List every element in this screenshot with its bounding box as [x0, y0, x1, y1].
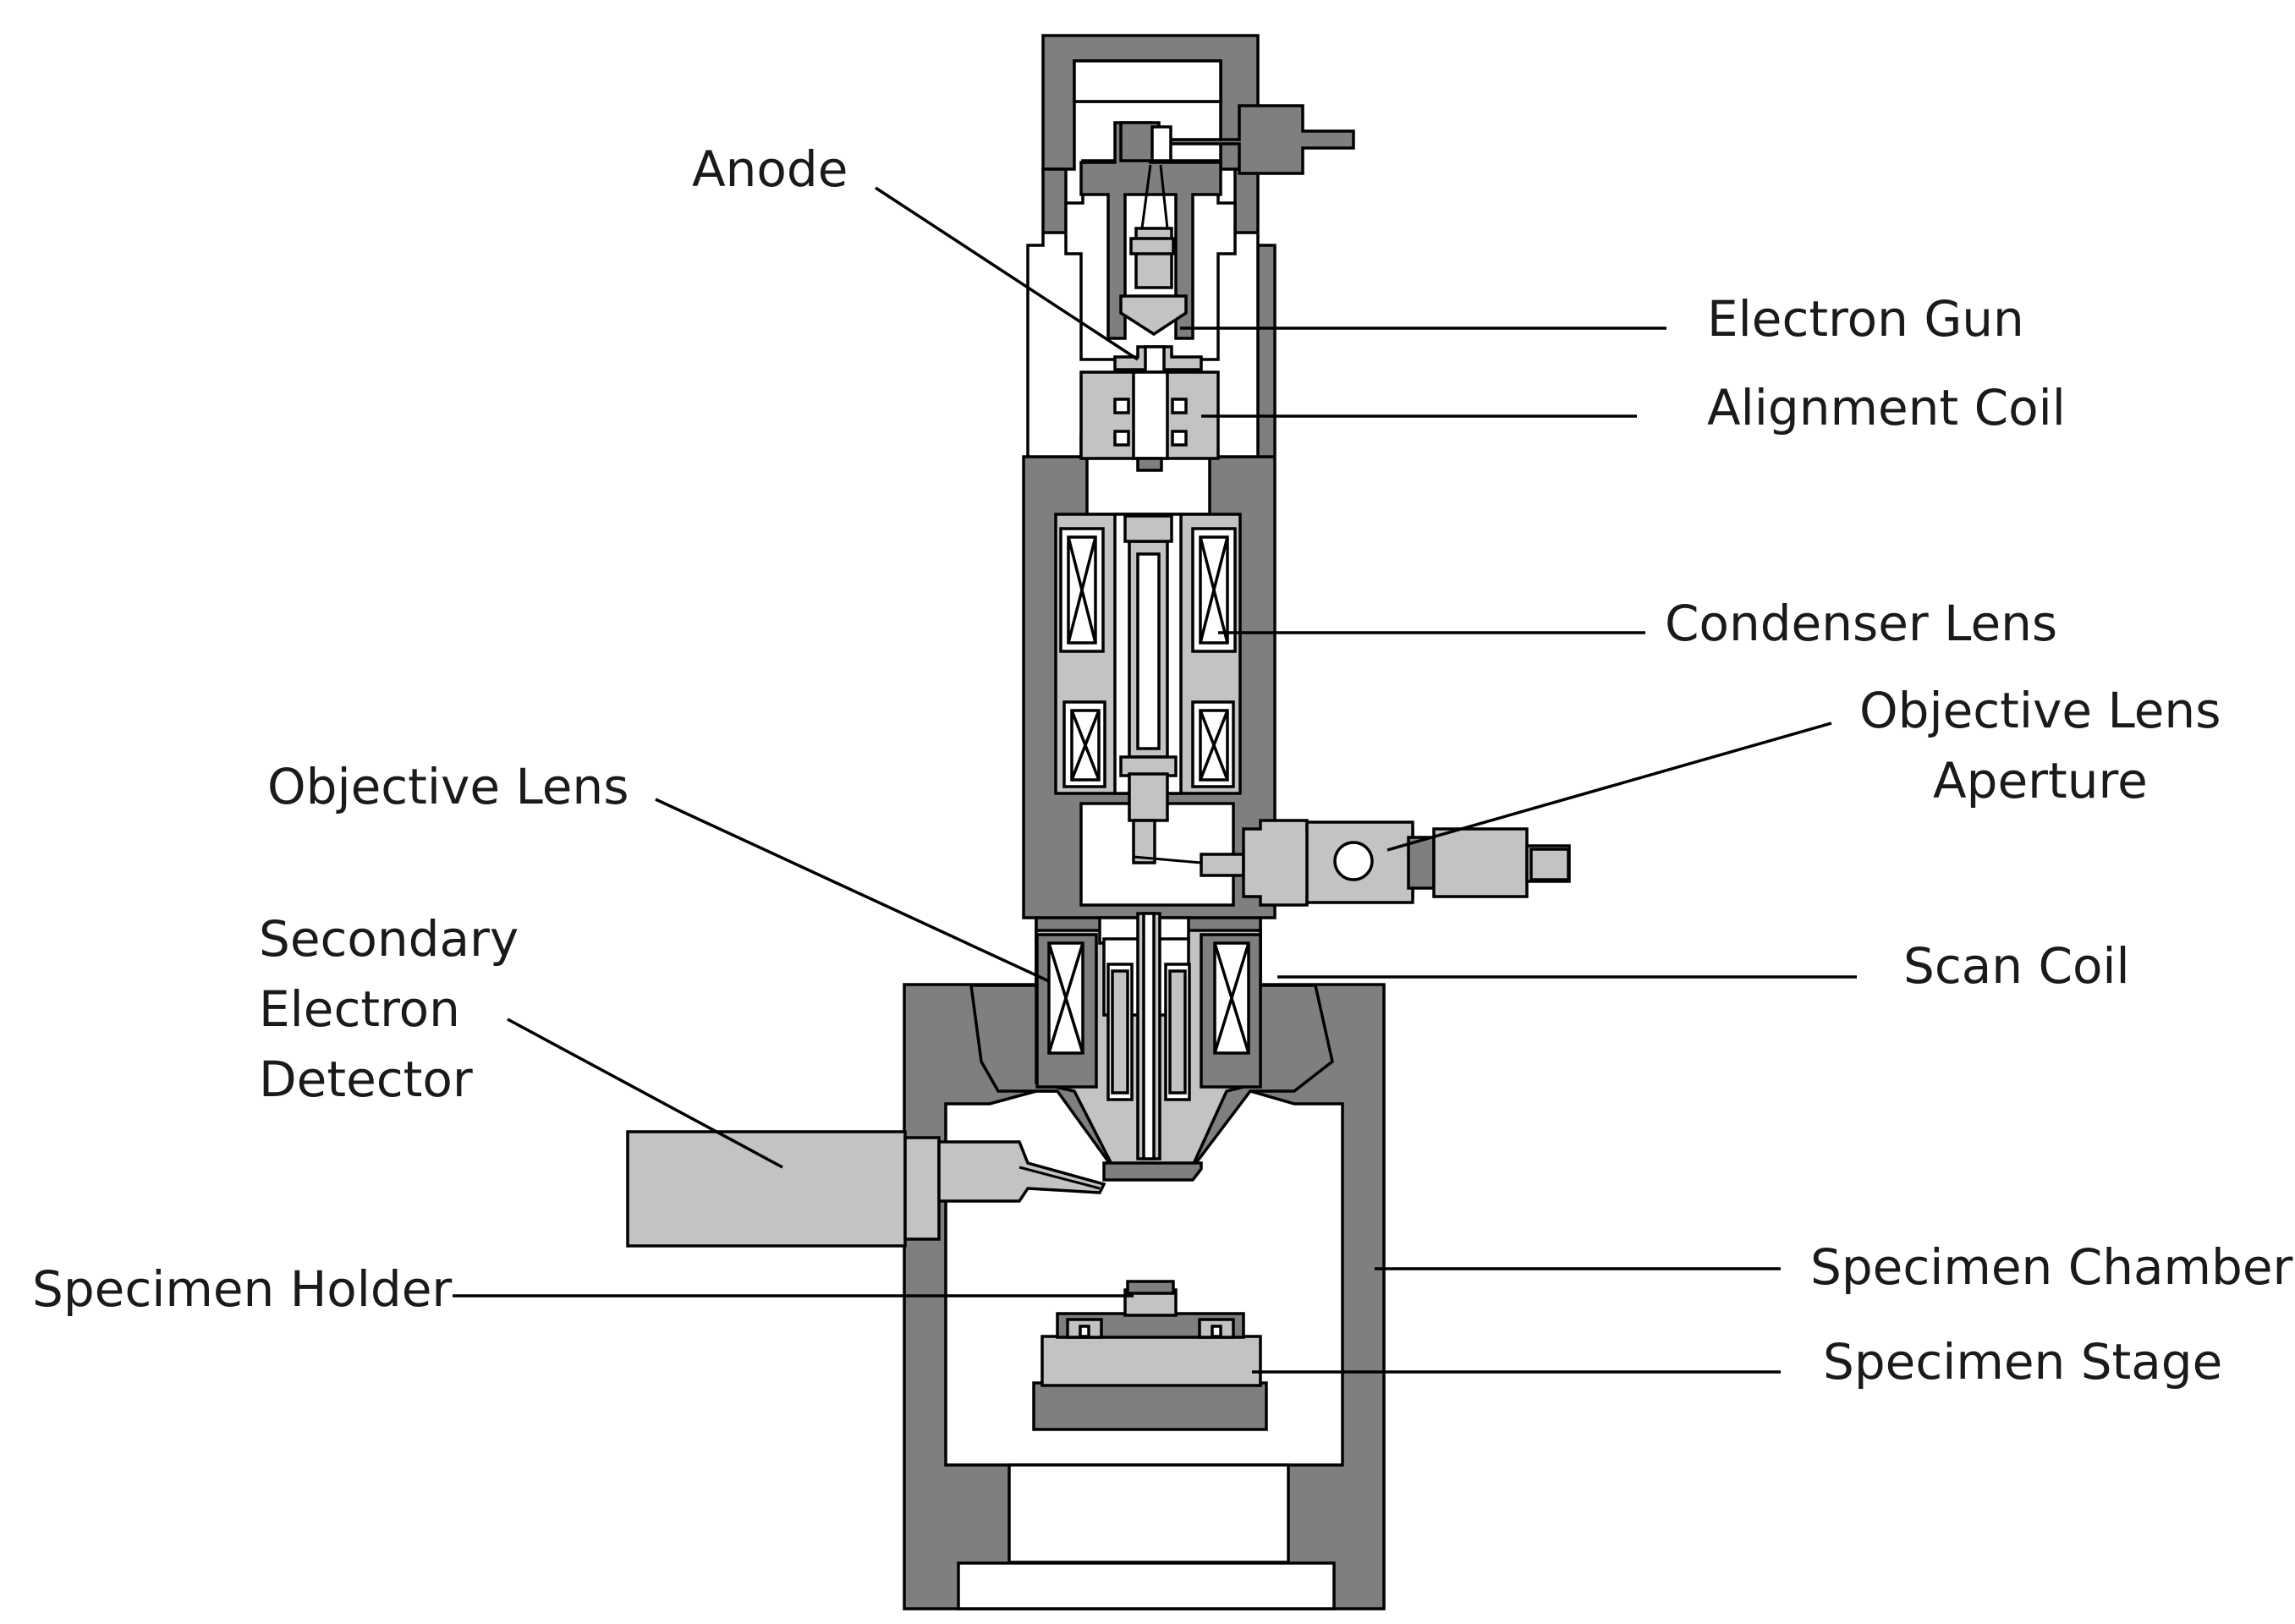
- column-top-window: [1073, 59, 1222, 103]
- aperture-arm: [1200, 853, 1245, 877]
- coil-winding: [1070, 710, 1101, 781]
- aperture-rod: [1132, 819, 1156, 864]
- electron-gun: [1079, 104, 1355, 374]
- filament-wire-left: [1140, 164, 1152, 229]
- stage-body: [1040, 1335, 1262, 1387]
- cathode-tip: [1119, 294, 1188, 337]
- anode-aperture: [1144, 345, 1166, 374]
- label-specimen-stage: Specimen Stage: [1823, 1333, 2222, 1391]
- leader-objective-lens-aperture: [1386, 721, 1832, 852]
- objective-beam-tube-inner: [1142, 912, 1156, 1160]
- chamber-base-opening: [1007, 1463, 1290, 1564]
- pole-piece: [1102, 1161, 1203, 1182]
- leader-secondary-electron-detector: [507, 1018, 783, 1169]
- coil-winding: [1047, 942, 1084, 1054]
- beam-tube-top: [1123, 514, 1173, 543]
- scan-coil-left-core: [1111, 969, 1129, 1095]
- coil-winding: [1067, 536, 1097, 644]
- secondary-electron-detector: [626, 1130, 1106, 1248]
- coil-winding: [1113, 398, 1130, 414]
- specimen-stage: [1032, 1335, 1268, 1431]
- aperture-drive-collar: [1407, 836, 1436, 890]
- condenser-windings: [1067, 535, 1229, 782]
- objective-lens-aperture: [1128, 772, 1571, 907]
- label-secondary-electron-detector-3: Detector: [259, 1051, 473, 1108]
- coil-winding: [1199, 535, 1229, 645]
- stage-base: [1032, 1381, 1268, 1431]
- detector-snout-edge: [1018, 1166, 1101, 1190]
- label-secondary-electron-detector-2: Electron: [259, 980, 460, 1038]
- labels: Anode Electron Gun Alignment Coil Conden…: [32, 140, 2292, 1391]
- filament-connector: [1150, 125, 1172, 162]
- label-objective-lens-aperture-2: Aperture: [1933, 752, 2148, 809]
- coil-winding: [1199, 710, 1229, 781]
- label-anode: Anode: [692, 140, 848, 198]
- label-condenser-lens: Condenser Lens: [1665, 595, 2057, 652]
- coil-winding: [1171, 430, 1188, 447]
- label-alignment-coil: Alignment Coil: [1707, 379, 2066, 436]
- holder-screw-right: [1211, 1325, 1222, 1338]
- alignment-coil-bore: [1132, 370, 1169, 460]
- coil-winding: [1199, 536, 1229, 644]
- label-objective-lens-aperture-1: Objective Lens: [1859, 682, 2221, 739]
- chamber-base-slot: [957, 1561, 1336, 1610]
- coil-winding: [1067, 535, 1097, 645]
- specimen-top: [1126, 1280, 1175, 1295]
- holder-screw-left: [1079, 1325, 1090, 1338]
- beam-tube-inner: [1136, 552, 1161, 750]
- objective-windings: [1047, 941, 1250, 1055]
- aperture-knob-hole: [1333, 841, 1374, 881]
- detector-snout: [937, 1140, 1106, 1203]
- leader-anode: [875, 186, 1139, 361]
- label-scan-coil: Scan Coil: [1903, 937, 2130, 995]
- specimen-chamber: [903, 983, 1386, 1610]
- alignment-coil: [1079, 370, 1220, 472]
- leader-lines: [453, 186, 1857, 1374]
- detector-collar: [903, 1136, 941, 1241]
- aperture-strip: [1133, 855, 1202, 864]
- label-secondary-electron-detector-1: Secondary: [259, 910, 519, 968]
- wehnelt-band: [1129, 237, 1175, 255]
- objective-lens: [969, 912, 1334, 1182]
- condenser-lens: [1054, 513, 1242, 795]
- scan-coil-right-core: [1168, 969, 1187, 1095]
- label-objective-lens: Objective Lens: [267, 758, 629, 815]
- label-electron-gun: Electron Gun: [1707, 290, 2024, 348]
- aperture-holder: [1128, 772, 1169, 822]
- label-specimen-chamber: Specimen Chamber: [1810, 1238, 2292, 1296]
- filament-wire-right: [1159, 164, 1169, 229]
- aperture-micrometer: [1432, 827, 1529, 898]
- alignment-coil-spacer: [1136, 457, 1163, 472]
- specimen-holder: [1056, 1280, 1245, 1339]
- coil-winding: [1171, 398, 1188, 414]
- detector-housing: [626, 1130, 907, 1248]
- leader-objective-lens: [655, 798, 1050, 983]
- label-specimen-holder: Specimen Holder: [32, 1260, 452, 1318]
- coil-winding: [1070, 709, 1101, 782]
- aperture-micrometer-grip: [1529, 848, 1570, 881]
- coil-winding: [1113, 430, 1130, 447]
- coil-winding: [1199, 709, 1229, 782]
- coil-winding: [1213, 942, 1250, 1054]
